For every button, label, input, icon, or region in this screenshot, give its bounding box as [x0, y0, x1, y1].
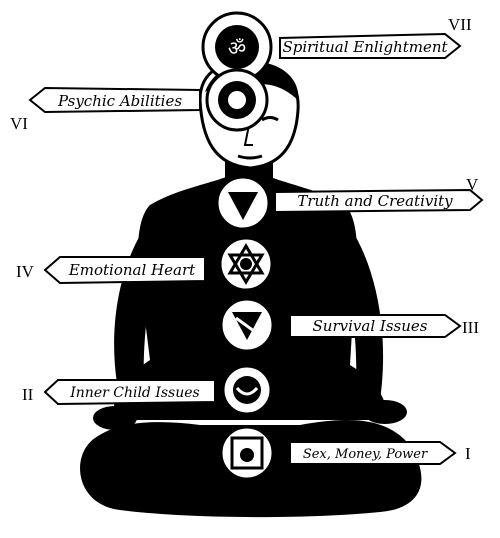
label-v: Truth and Creativity — [297, 192, 453, 210]
meditating-figure — [80, 160, 422, 518]
crown-chakra-icon: ॐ — [201, 11, 273, 83]
label-arrow-ii — [43, 379, 216, 406]
label-iv: Emotional Heart — [68, 261, 196, 279]
chakra-discs: ॐ — [201, 11, 275, 481]
label-texts: Spiritual Enlightment Psychic Abilities … — [57, 38, 453, 462]
third-eye-chakra-icon — [205, 68, 269, 132]
label-arrows — [28, 32, 484, 465]
numerals: VII VI V IV III II I — [10, 15, 479, 463]
label-iii: Survival Issues — [313, 317, 428, 335]
label-vi: Psychic Abilities — [57, 92, 182, 110]
label-arrow-iii — [289, 314, 462, 338]
numeral-i: I — [465, 444, 471, 463]
numeral-ii: II — [22, 385, 34, 404]
label-vii: Spiritual Enlightment — [282, 38, 448, 56]
throat-chakra-icon — [215, 175, 271, 231]
heart-chakra-icon — [218, 236, 274, 292]
label-arrow-v — [274, 188, 484, 214]
numeral-vii: VII — [448, 15, 472, 34]
label-arrow-vi — [28, 86, 201, 114]
numeral-iii: III — [462, 318, 479, 337]
label-ii: Inner Child Issues — [69, 385, 199, 401]
label-arrow-vii — [279, 32, 462, 59]
numeral-v: V — [466, 175, 479, 194]
svg-text:ॐ: ॐ — [228, 36, 246, 60]
label-arrow-iv — [43, 256, 206, 285]
label-i: Sex, Money, Power — [303, 447, 428, 462]
label-arrow-i — [289, 441, 457, 465]
numeral-vi: VI — [10, 114, 28, 133]
numeral-iv: IV — [16, 262, 35, 281]
solar-plexus-chakra-icon — [219, 297, 275, 353]
root-chakra-icon — [219, 425, 275, 481]
sacral-chakra-icon — [221, 364, 273, 416]
